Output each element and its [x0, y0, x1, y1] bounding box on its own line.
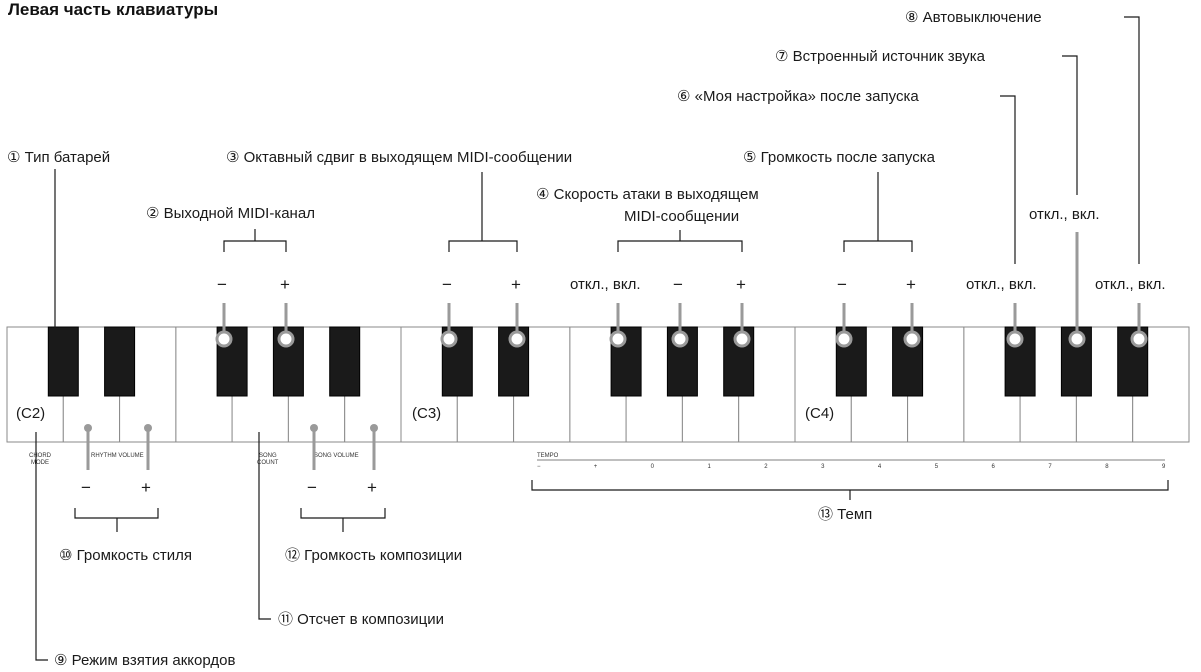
- chord-mode-print-2: MODE: [31, 460, 49, 466]
- tempo-scale-label: 6: [992, 464, 996, 470]
- bracket-volume-after-start: [843, 172, 913, 252]
- style-volume-plus: +: [141, 478, 151, 497]
- pointer-dots-top: [215, 330, 1148, 348]
- tempo-scale-label: 2: [764, 464, 768, 470]
- leader-auto-power-off: [1124, 16, 1140, 264]
- midi-channel-plus: +: [280, 275, 290, 294]
- song-volume-print: SONG VOLUME: [314, 453, 359, 459]
- midi-channel-minus: −: [217, 275, 227, 294]
- velocity-plus: +: [736, 275, 746, 294]
- octave-label-c2: (C2): [16, 405, 45, 422]
- tempo-scale-label: 9: [1162, 464, 1166, 470]
- tempo-scale-label: −: [537, 464, 541, 470]
- octave-shift-minus: −: [442, 275, 452, 294]
- tempo-scale: − +0 1 2 3 4 5 6 7 8 9: [537, 464, 1166, 470]
- callout-song-volume: ⑫ Громкость композиции: [285, 547, 462, 564]
- callout-volume-after-start: ⑤ Громкость после запуска: [743, 149, 936, 166]
- auto-power-off-off-on: откл., вкл.: [1095, 276, 1166, 293]
- tempo-scale-label: 7: [1048, 464, 1052, 470]
- callout-my-setup: ⑥ «Моя настройка» после запуска: [677, 88, 919, 105]
- tempo-scale-label: +: [594, 464, 598, 470]
- black-key: [835, 326, 867, 397]
- callout-octave-shift: ③ Октавный сдвиг в выходящем MIDI-сообще…: [226, 149, 572, 166]
- rhythm-volume-print: RHYTHM VOLUME: [91, 453, 144, 459]
- callout-tempo: ⑬ Темп: [818, 506, 872, 523]
- leader-my-setup: [1000, 95, 1016, 264]
- black-key: [47, 326, 79, 397]
- tempo-scale-label: 8: [1105, 464, 1109, 470]
- my-setup-off-on: откл., вкл.: [966, 276, 1037, 293]
- page-title: Левая часть клавиатуры: [8, 0, 218, 19]
- tempo-scale-label: 3: [821, 464, 825, 470]
- tempo-scale-label: 4: [878, 464, 882, 470]
- bracket-midi-channel: [223, 229, 287, 252]
- builtin-sound-off-on: откл., вкл.: [1029, 206, 1100, 223]
- style-volume-minus: −: [81, 478, 91, 497]
- tempo-scale-label: 5: [935, 464, 939, 470]
- volume-after-start-plus: +: [906, 275, 916, 294]
- bracket-octave-shift: [448, 172, 518, 252]
- bracket-tempo: [531, 480, 1169, 500]
- callout-midi-channel: ② Выходной MIDI-канал: [146, 205, 315, 222]
- leader-chord-mode: [35, 432, 48, 661]
- callout-builtin-sound: ⑦ Встроенный источник звука: [775, 48, 986, 65]
- callout-style-volume: ⑩ Громкость стиля: [59, 547, 192, 564]
- octave-shift-plus: +: [511, 275, 521, 294]
- octave-label-c4: (C4): [805, 405, 834, 422]
- callout-chord-mode: ⑨ Режим взятия аккордов: [54, 652, 235, 669]
- chord-mode-print-1: CHORD: [29, 453, 52, 459]
- bracket-song-volume: [300, 508, 386, 532]
- velocity-minus: −: [673, 275, 683, 294]
- bracket-velocity: [617, 230, 743, 252]
- song-count-print-2: COUNT: [257, 460, 279, 466]
- callout-velocity-line2: MIDI-сообщении: [624, 208, 739, 225]
- velocity-off-on: откл., вкл.: [570, 276, 641, 293]
- song-count-print-1: SONG: [259, 453, 277, 459]
- callout-battery-type: ① Тип батарей: [7, 149, 110, 166]
- song-volume-minus: −: [307, 478, 317, 497]
- pointers-bottom: [84, 424, 378, 470]
- tempo-scale-label: 1: [708, 464, 712, 470]
- callout-song-count: ⑪ Отсчет в композиции: [278, 611, 444, 628]
- volume-after-start-minus: −: [837, 275, 847, 294]
- bracket-style-volume: [74, 508, 159, 532]
- song-volume-plus: +: [367, 478, 377, 497]
- tempo-print: TEMPO: [537, 453, 559, 459]
- tempo-scale-label: 0: [651, 464, 655, 470]
- leader-builtin-sound: [1062, 55, 1078, 195]
- callout-velocity-line1: ④ Скорость атаки в выходящем: [536, 186, 759, 203]
- black-key: [329, 326, 361, 397]
- callout-auto-power-off: ⑧ Автовыключение: [905, 9, 1042, 26]
- leader-song-count: [258, 432, 271, 620]
- black-key: [104, 326, 136, 397]
- octave-label-c3: (C3): [412, 405, 441, 422]
